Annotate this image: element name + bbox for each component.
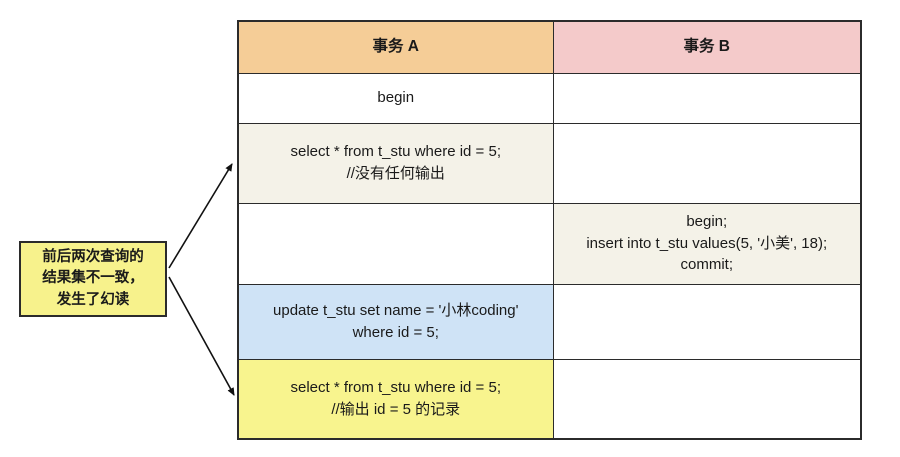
header-transaction-b: 事务 B bbox=[552, 20, 862, 74]
cell-b-insert-commit: begin; insert into t_stu values(5, '小美',… bbox=[552, 202, 862, 285]
table-row-first-select: select * from t_stu where id = 5; //没有任何… bbox=[237, 122, 862, 204]
cell-a-begin: begin bbox=[237, 72, 554, 124]
table-row-update: update t_stu set name = '小林coding' where… bbox=[237, 283, 862, 360]
cell-a-empty bbox=[237, 202, 554, 285]
transaction-table: 事务 A 事务 B begin select * from t_stu wher… bbox=[237, 20, 862, 440]
arrow-to-first-select bbox=[168, 163, 233, 269]
cell-a-second-select: select * from t_stu where id = 5; //输出 i… bbox=[237, 358, 554, 440]
annotation-box: 前后两次查询的 结果集不一致， 发生了幻读 bbox=[19, 241, 167, 317]
cell-b-empty-4 bbox=[552, 358, 862, 440]
cell-b-empty-3 bbox=[552, 283, 862, 360]
table-header-row: 事务 A 事务 B bbox=[237, 20, 862, 74]
arrow-to-second-select bbox=[168, 276, 235, 396]
cell-a-update: update t_stu set name = '小林coding' where… bbox=[237, 283, 554, 360]
header-transaction-a: 事务 A bbox=[237, 20, 554, 74]
table-row-begin: begin bbox=[237, 72, 862, 124]
table-row-insert: begin; insert into t_stu values(5, '小美',… bbox=[237, 202, 862, 285]
cell-a-first-select: select * from t_stu where id = 5; //没有任何… bbox=[237, 122, 554, 204]
cell-b-empty-2 bbox=[552, 122, 862, 204]
annotation-text: 前后两次查询的 结果集不一致， 发生了幻读 bbox=[42, 249, 144, 308]
cell-b-empty-1 bbox=[552, 72, 862, 124]
table-row-second-select: select * from t_stu where id = 5; //输出 i… bbox=[237, 358, 862, 440]
